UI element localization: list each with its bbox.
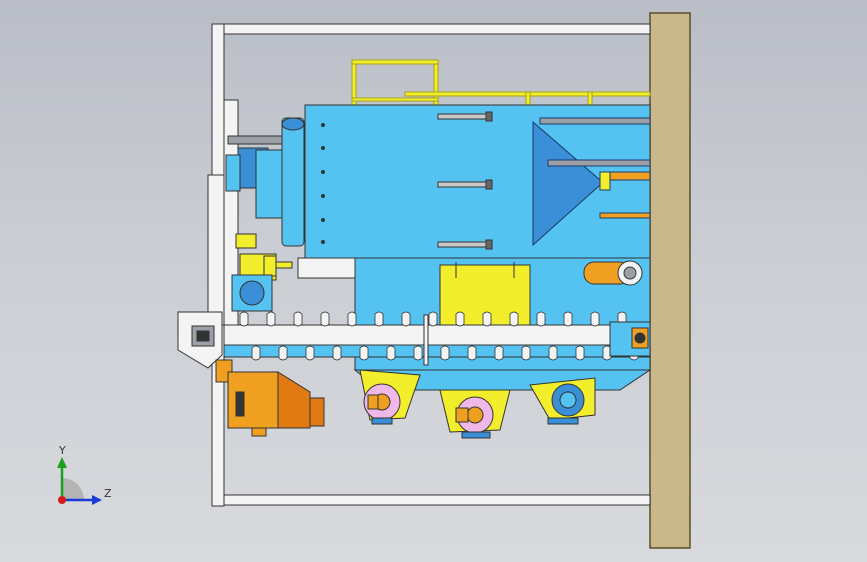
screw-blade-top (563, 311, 573, 327)
screw-conveyor (223, 324, 651, 358)
screw-blade-bottom (602, 345, 612, 361)
screw-blade-bottom (467, 345, 477, 361)
screw-blades (239, 311, 639, 361)
screw-blade-bottom (413, 345, 423, 361)
collector-cone (532, 117, 651, 247)
screw-blade-top (374, 311, 384, 327)
screw-blade-bottom (359, 345, 369, 361)
screw-blade-bottom (386, 345, 396, 361)
screw-blade-bottom (278, 345, 288, 361)
coordinate-triad-icon: Y Z (57, 444, 112, 505)
screw-blade-top (482, 311, 492, 327)
support-rods (437, 111, 493, 250)
screw-blade-bottom (440, 345, 450, 361)
discharge-hopper (215, 359, 325, 437)
rotary-feeder-2 (439, 389, 511, 439)
screw-blade-bottom (251, 345, 261, 361)
screw-blade-bottom (332, 345, 342, 361)
rotary-feeder-3 (529, 377, 596, 425)
screw-blade-bottom (548, 345, 558, 361)
screw-blade-bottom (494, 345, 504, 361)
screw-blade-top (455, 311, 465, 327)
inlet-box (177, 311, 223, 369)
screw-blade-top (266, 311, 276, 327)
screw-blade-bottom (305, 345, 315, 361)
screw-blade-top (590, 311, 600, 327)
screw-blade-top (320, 311, 330, 327)
body-rivets (321, 123, 325, 244)
screw-blade-top (293, 311, 303, 327)
tan-wall (649, 12, 691, 549)
y-axis-label: Y (58, 444, 66, 457)
screw-blade-top (536, 311, 546, 327)
screw-blade-bottom (575, 345, 585, 361)
rotary-feeder-1 (359, 369, 421, 425)
screw-blade-top (347, 311, 357, 327)
conveyor-rod (423, 314, 429, 366)
support-frame (207, 23, 651, 507)
screw-blade-bottom (521, 345, 531, 361)
screw-blade-top (509, 311, 519, 327)
motor-assembly-right (583, 260, 643, 286)
screw-blade-top (428, 311, 438, 327)
motor-assembly-left (225, 117, 305, 312)
z-axis-label: Z (104, 487, 112, 500)
conveyor-end-bearing (609, 321, 651, 357)
screw-blade-top (239, 311, 249, 327)
screw-blade-top (401, 311, 411, 327)
